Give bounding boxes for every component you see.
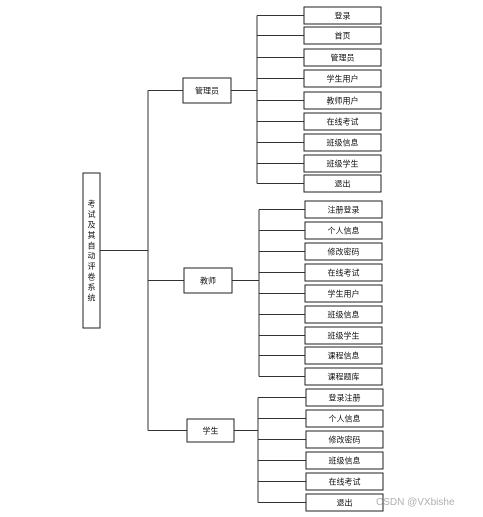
leaf-label: 个人信息	[328, 226, 360, 236]
root-label-char: 自	[88, 240, 96, 250]
leaf-label: 教师用户	[327, 96, 359, 106]
leaf-box	[304, 263, 383, 282]
leaf-box	[304, 221, 383, 240]
leaf-box	[303, 48, 382, 67]
leaf-label: 注册登录	[328, 205, 360, 215]
leaf-label: 班级信息	[328, 310, 360, 320]
root-label-char: 其	[88, 231, 96, 240]
leaf-label: 课程信息	[328, 351, 360, 361]
leaf-box	[305, 430, 384, 449]
leaf-box	[303, 112, 382, 131]
branch-box	[186, 418, 235, 443]
leaf-label: 学生用户	[327, 74, 359, 84]
branch-label: 学生	[203, 426, 219, 436]
leaf-box	[304, 346, 383, 365]
leaf-box	[303, 174, 382, 193]
leaf-box	[303, 6, 382, 25]
leaf-label: 修改密码	[329, 435, 361, 445]
leaf-label: 在线考试	[329, 477, 361, 487]
leaf-box	[304, 367, 383, 386]
leaf-label: 班级信息	[327, 138, 359, 148]
leaf-box	[303, 154, 382, 173]
leaf-label: 在线考试	[327, 117, 359, 127]
leaf-label: 班级信息	[329, 456, 361, 466]
leaf-label: 在线考试	[328, 268, 360, 278]
leaf-label: 学生用户	[328, 289, 360, 299]
leaf-label: 管理员	[331, 53, 355, 63]
leaf-label: 班级学生	[327, 159, 359, 169]
leaf-box	[304, 326, 383, 345]
root-label-char: 卷	[88, 272, 96, 282]
leaf-label: 登录	[335, 11, 351, 21]
root-label-char: 及	[88, 221, 96, 230]
leaf-box	[304, 284, 383, 303]
root-label-char: 试	[88, 209, 96, 219]
branch-label: 管理员	[195, 86, 219, 96]
watermark: CSDN @VXbishe	[376, 497, 455, 508]
leaf-label: 个人信息	[329, 414, 361, 424]
leaf-label: 班级学生	[328, 331, 360, 341]
leaf-box	[304, 200, 383, 219]
root-label-char: 考	[88, 200, 96, 209]
leaf-label: 修改密码	[328, 247, 360, 257]
leaf-label: 退出	[337, 498, 353, 508]
branch-box	[182, 77, 232, 104]
branch-box	[183, 267, 233, 294]
leaf-box	[303, 69, 382, 88]
leaf-box	[305, 388, 384, 407]
leaf-label: 退出	[335, 179, 351, 189]
leaf-box	[304, 242, 383, 261]
leaf-label: 首页	[335, 31, 351, 41]
root-label-char: 评	[88, 262, 96, 271]
root-label-char: 动	[88, 251, 96, 261]
root-label-char: 统	[88, 292, 96, 302]
leaf-box	[305, 409, 384, 428]
leaf-box	[305, 472, 384, 491]
leaf-label: 登录注册	[329, 393, 361, 403]
leaf-box	[303, 91, 382, 110]
leaf-box	[303, 133, 382, 152]
leaf-label: 课程题库	[328, 372, 360, 382]
leaf-box	[303, 26, 382, 45]
leaf-box	[304, 305, 383, 324]
root-box	[82, 172, 101, 329]
leaf-box	[305, 451, 384, 470]
leaf-box	[305, 493, 384, 512]
branch-label: 教师	[200, 276, 216, 286]
root-label-char: 系	[88, 282, 96, 292]
